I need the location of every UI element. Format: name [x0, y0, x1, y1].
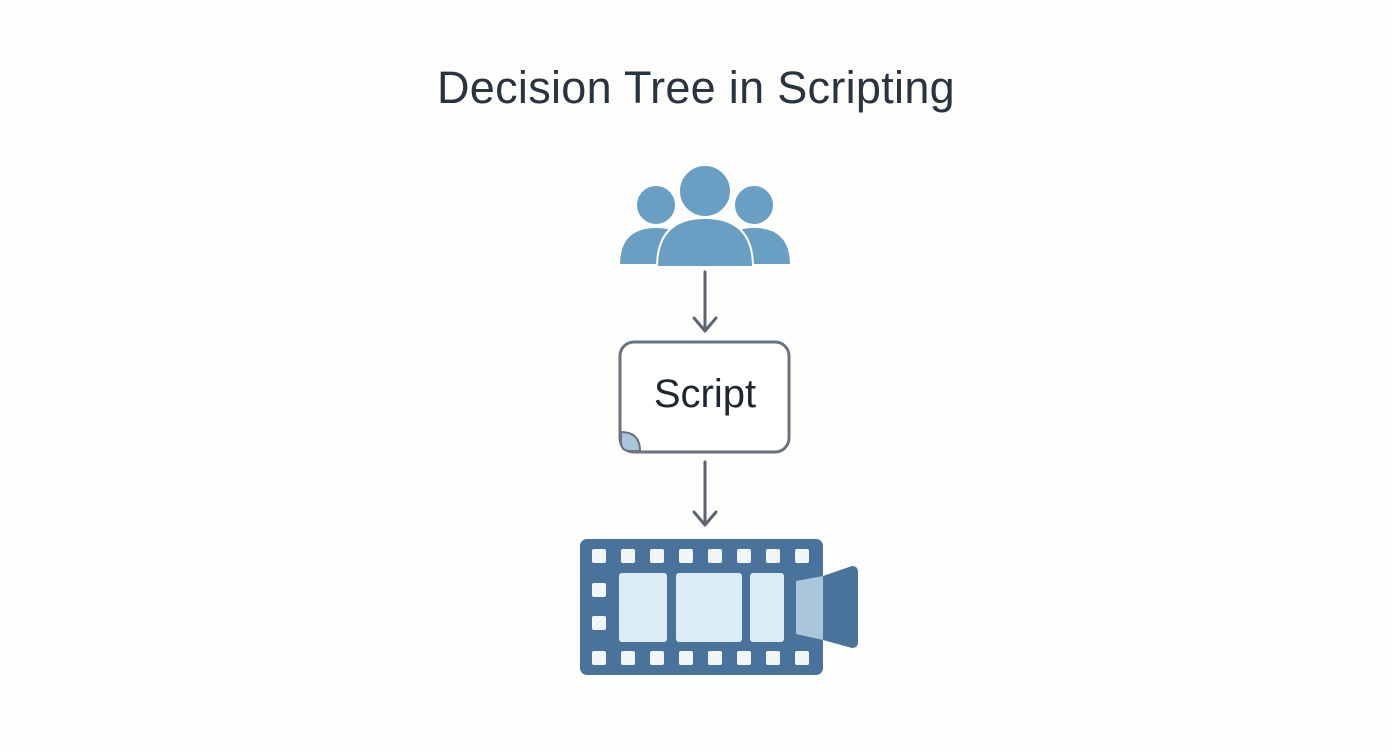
page-curl-icon: [620, 430, 642, 452]
sprocket-hole: [621, 651, 635, 665]
script-label: Script: [653, 372, 757, 416]
sprocket-hole: [766, 651, 780, 665]
sprocket-hole: [708, 549, 722, 563]
sprocket-hole: [795, 549, 809, 563]
sprocket-hole: [650, 651, 664, 665]
sprocket-hole: [766, 549, 780, 563]
sprocket-hole: [737, 651, 751, 665]
sprocket-hole: [621, 549, 635, 563]
sprocket-hole: [679, 651, 693, 665]
sprocket-hole: [650, 549, 664, 563]
arrow-audience-to-script: [692, 270, 718, 333]
sprocket-hole: [795, 651, 809, 665]
sprocket-hole: [592, 549, 606, 563]
sprocket-hole: [592, 651, 606, 665]
sprocket-hole: [679, 549, 693, 563]
sprocket-hole: [592, 616, 606, 630]
diagram-title: Decision Tree in Scripting: [436, 62, 956, 113]
script-node: [618, 340, 791, 454]
sprocket-hole: [592, 583, 606, 597]
sprocket-hole: [737, 549, 751, 563]
film-camera-icon: [580, 539, 858, 675]
sprocket-hole: [708, 651, 722, 665]
people-group-icon: [617, 164, 793, 268]
arrow-script-to-video: [692, 460, 718, 527]
